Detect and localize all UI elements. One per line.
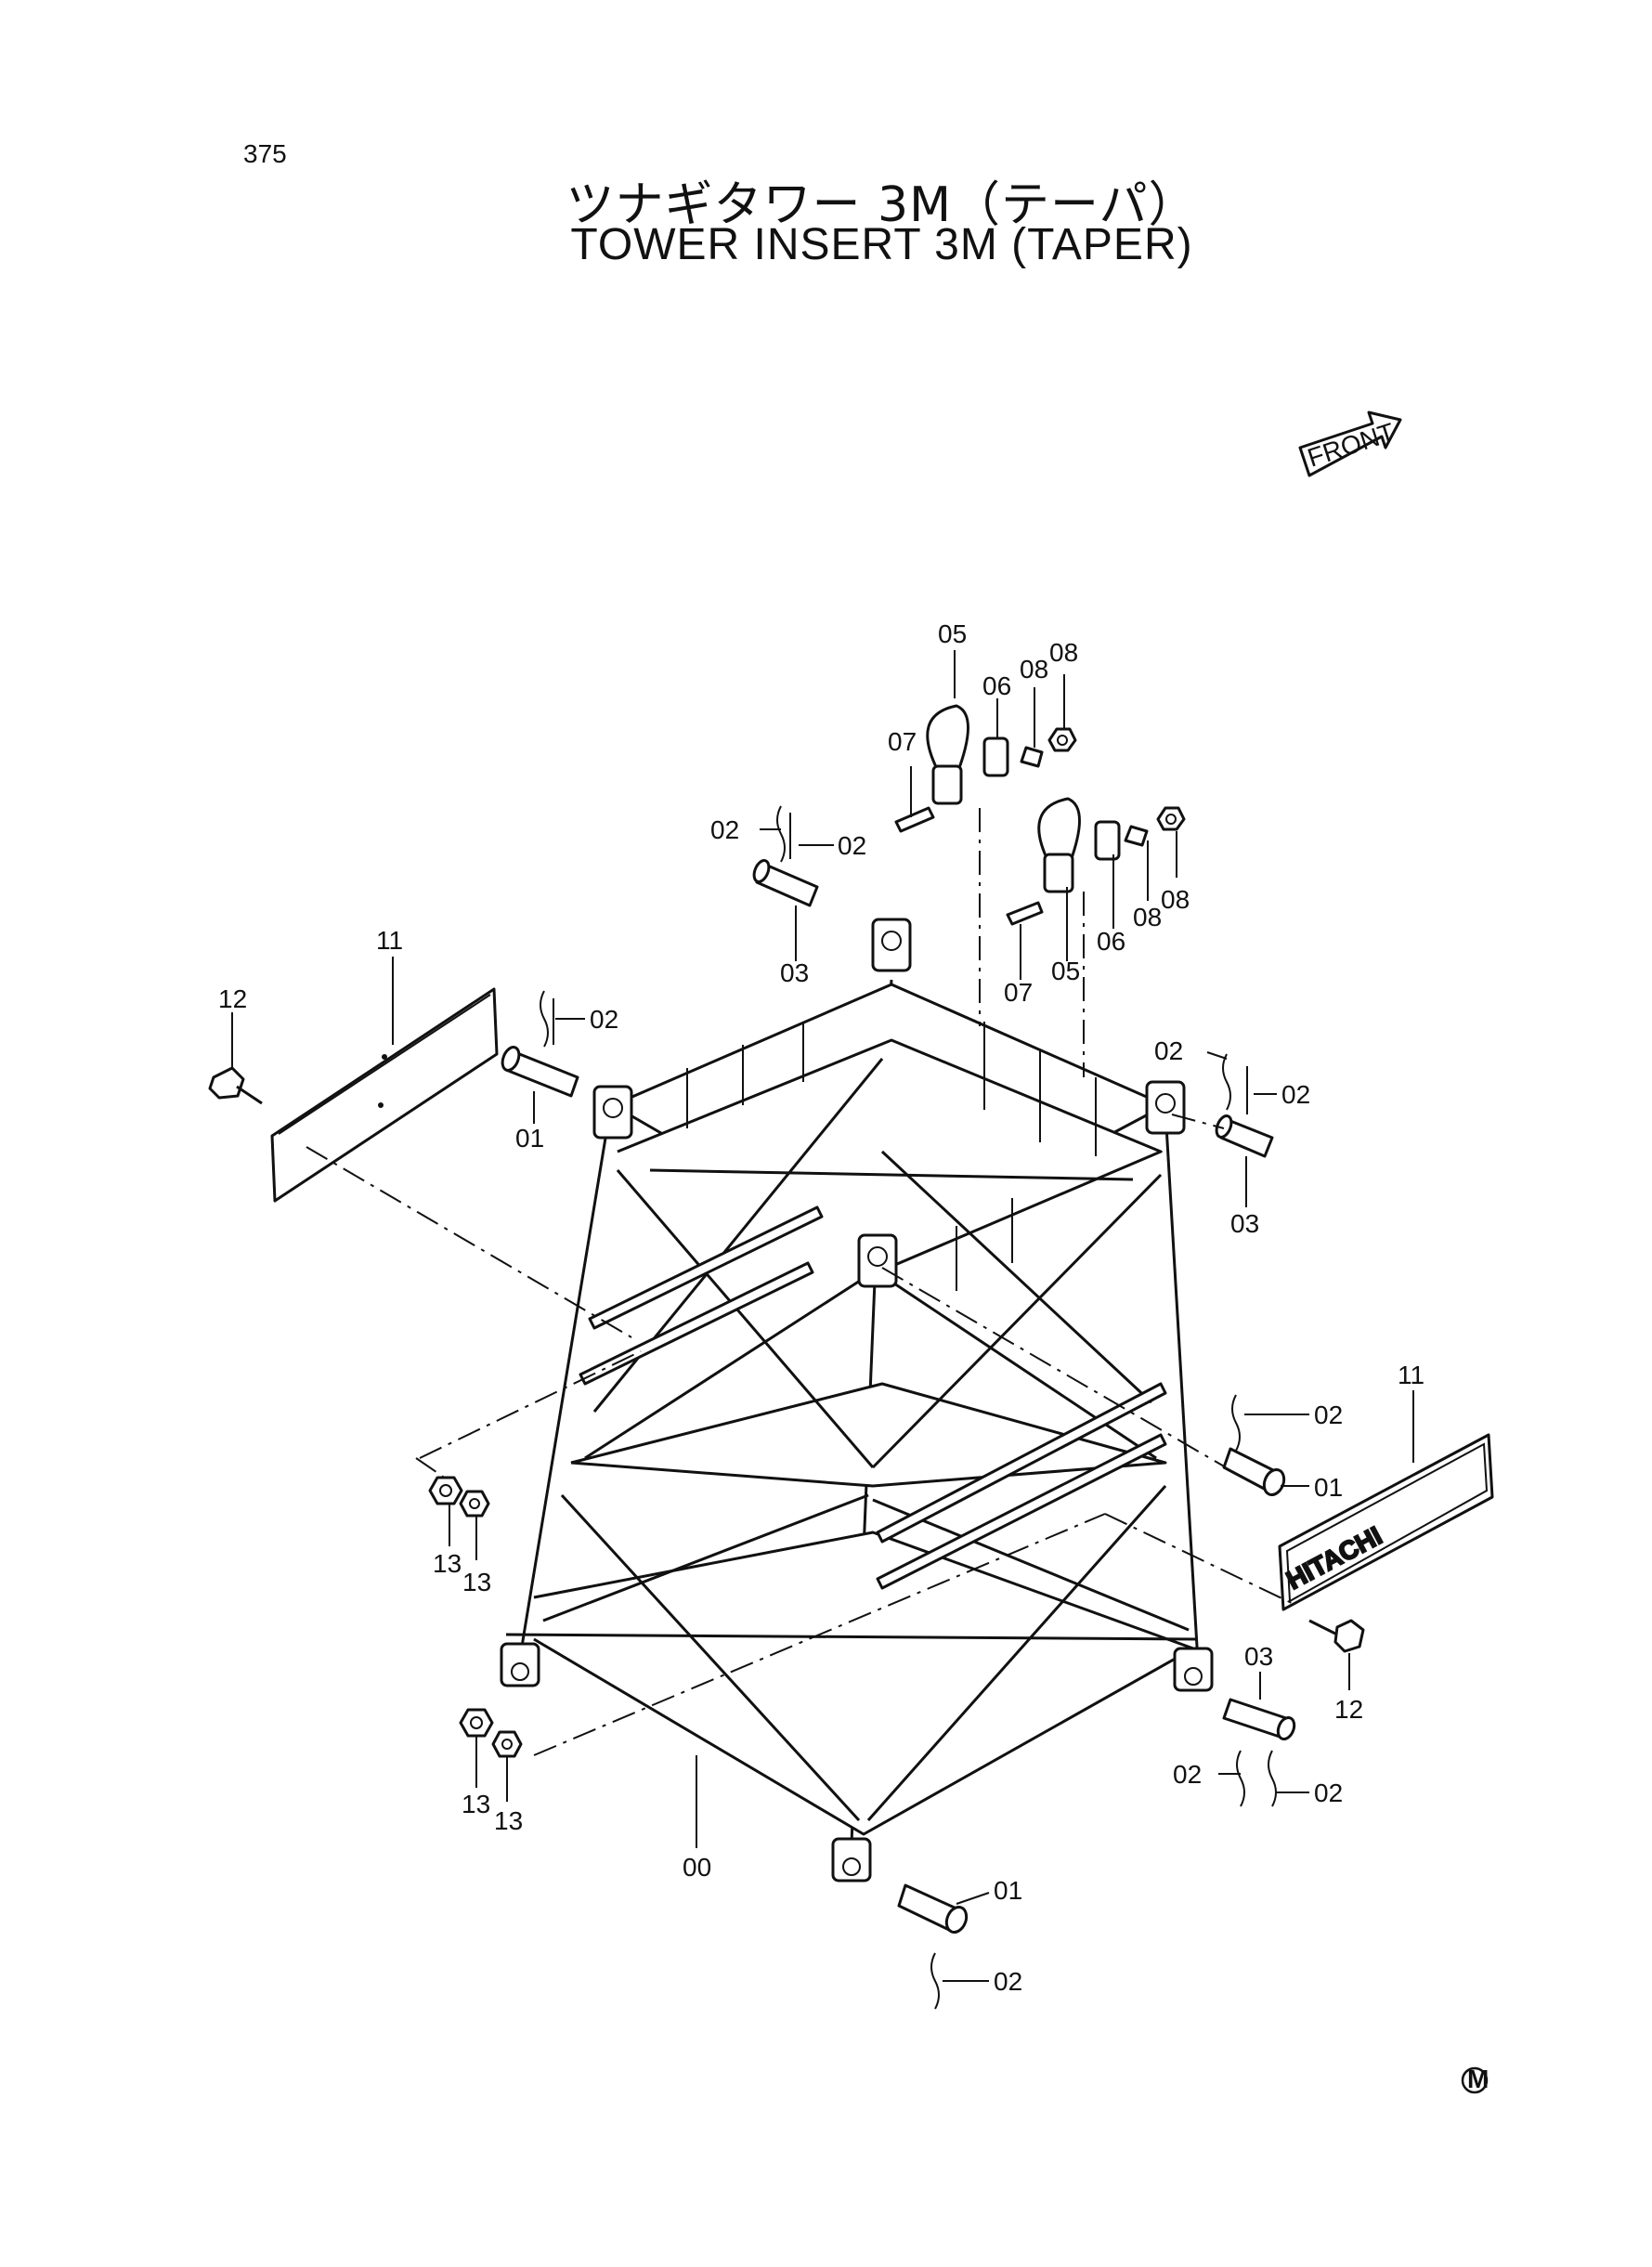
callout-00: 00 [683, 1853, 711, 1882]
bottom-lugs [500, 1642, 1214, 1883]
plate-rails [579, 1205, 1167, 1590]
callout-07: 07 [1004, 978, 1033, 1007]
callout-06: 06 [1097, 927, 1125, 956]
callout-13: 13 [494, 1806, 523, 1835]
pin-01-top-left [501, 1046, 579, 1098]
callout-03: 03 [780, 958, 809, 987]
pin-03-bottom-right [1222, 1698, 1296, 1741]
page-number: 375 [243, 139, 287, 168]
plate-right-hitachi: HITACHI [1278, 1433, 1494, 1611]
leader-lines [231, 650, 1414, 1982]
callout-01: 01 [1314, 1473, 1343, 1502]
mark-letter: M [1467, 2065, 1489, 2093]
callout-08: 08 [1161, 885, 1190, 914]
title-japanese: ツナギタワー 3M（テーパ） [566, 177, 1198, 233]
callout-01: 01 [515, 1124, 544, 1153]
callout-01: 01 [994, 1876, 1022, 1905]
callout-02: 02 [1154, 1036, 1183, 1065]
top-frame [612, 983, 1168, 1274]
pin-03-top [752, 859, 819, 907]
callout-12: 12 [218, 984, 247, 1013]
split-pins-02 [540, 805, 1277, 2010]
callout-05: 05 [1051, 957, 1080, 985]
bottom-frame [505, 1531, 1199, 1836]
callout-11: 11 [1398, 1361, 1424, 1389]
callout-06: 06 [982, 671, 1011, 700]
nuts-13 [428, 1476, 523, 1758]
clamp-assembly-lower [1006, 797, 1186, 926]
callout-08: 08 [1133, 903, 1162, 932]
callout-13: 13 [462, 1568, 491, 1596]
title-english: TOWER INSERT 3M (TAPER) [570, 220, 1193, 269]
callout-02: 02 [1314, 1401, 1343, 1429]
pin-01-bottom [897, 1883, 969, 1935]
pin-03-right [1215, 1114, 1274, 1158]
tower-frame [500, 918, 1214, 1883]
front-arrow-icon: FRONT [1298, 410, 1402, 477]
callout-03: 03 [1244, 1642, 1273, 1671]
callout-08: 08 [1020, 655, 1048, 684]
pin-01-right [1222, 1447, 1286, 1497]
callout-02: 02 [1314, 1778, 1343, 1807]
callout-02: 02 [1173, 1760, 1202, 1789]
callout-07: 07 [888, 727, 917, 756]
callouts: 05 08 08 06 07 02 02 03 08 08 06 05 07 1… [218, 619, 1424, 1996]
alignment-lines [306, 808, 1296, 1756]
callout-13: 13 [462, 1790, 490, 1818]
callout-02: 02 [838, 831, 866, 860]
callout-02: 02 [590, 1005, 618, 1034]
callout-05: 05 [938, 619, 967, 648]
callout-13: 13 [433, 1549, 462, 1578]
callout-02: 02 [710, 815, 739, 844]
bolt-12-left [208, 1066, 263, 1105]
callout-11: 11 [376, 926, 403, 955]
plate-left [270, 987, 499, 1203]
callout-02: 02 [994, 1967, 1022, 1996]
top-lugs [592, 918, 1186, 1288]
callout-08: 08 [1049, 638, 1078, 667]
callout-12: 12 [1334, 1695, 1363, 1724]
front-label: FRONT [1304, 417, 1398, 472]
clamp-assembly-top [894, 704, 1077, 833]
callout-02: 02 [1281, 1080, 1310, 1109]
bolt-12-right [1308, 1619, 1365, 1653]
circled-m-mark: M [1461, 2065, 1489, 2094]
callout-03: 03 [1230, 1209, 1259, 1238]
